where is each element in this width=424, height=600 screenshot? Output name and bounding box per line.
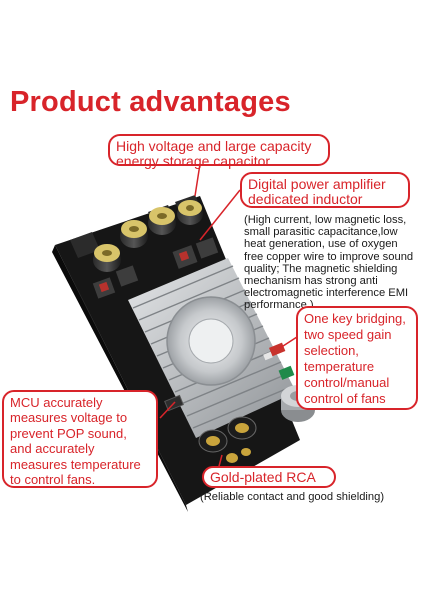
note-line: mechanism has strong anti — [244, 275, 378, 288]
inductors — [92, 237, 219, 299]
note-line: electromagnetic interference EMI — [244, 287, 409, 300]
note-line: free copper wire to improve sound — [244, 250, 414, 263]
rca-callout: Gold-plated RCA — [202, 466, 336, 488]
callout-line: measures voltage to — [10, 410, 128, 426]
callout-line: energy storage capacitor — [116, 153, 271, 169]
inductor-callout: Digital power amplifier dedicated induct… — [240, 172, 410, 208]
callout-line: two speed gain — [304, 327, 392, 342]
note-line: quality; The magnetic shielding — [244, 262, 398, 275]
fan-terminal — [278, 365, 295, 380]
note-line: heat generation, use of oxygen — [244, 238, 398, 251]
callout-line: High voltage and large capacity — [116, 138, 312, 154]
callout-line: MCU accurately — [10, 395, 103, 410]
rca-note: (Reliable contact and good shielding) — [200, 491, 384, 503]
capacitors — [93, 200, 203, 272]
callout-line: Digital power amplifier — [248, 176, 386, 192]
inductor-note: (High current, low magnetic loss, small … — [244, 214, 413, 312]
bridging-callout: One key bridging, two speed gain selecti… — [296, 306, 418, 410]
callout-line: One key bridging, — [304, 311, 406, 326]
capacitor-callout: High voltage and large capacity energy s… — [108, 134, 330, 169]
callout-line: dedicated inductor — [248, 191, 363, 207]
callout-line: measures temperature — [10, 456, 141, 472]
callout-line: selection, — [304, 343, 359, 358]
mcu-callout: MCU accurately measures voltage to preve… — [2, 390, 158, 488]
heatsink — [128, 258, 296, 438]
note-line: (Reliable contact and good shielding) — [200, 491, 385, 503]
callout-line: control/manual — [304, 375, 390, 390]
callout-line: and accurately — [10, 441, 95, 457]
note-line: small parasitic capacitance,low — [244, 226, 398, 239]
note-line: performance.) — [244, 299, 314, 312]
note-line: (High current, low magnetic loss, — [244, 214, 407, 226]
callout-line: to control fans. — [10, 472, 96, 488]
page-title: Product advantages — [10, 86, 291, 118]
bridging-switch — [269, 342, 286, 357]
callout-line: Gold-plated RCA — [210, 469, 316, 485]
rca-connectors — [198, 416, 257, 463]
callout-line: prevent POP sound, — [10, 425, 127, 441]
callout-line: temperature — [304, 359, 375, 374]
callout-line: control of fans — [304, 391, 386, 406]
